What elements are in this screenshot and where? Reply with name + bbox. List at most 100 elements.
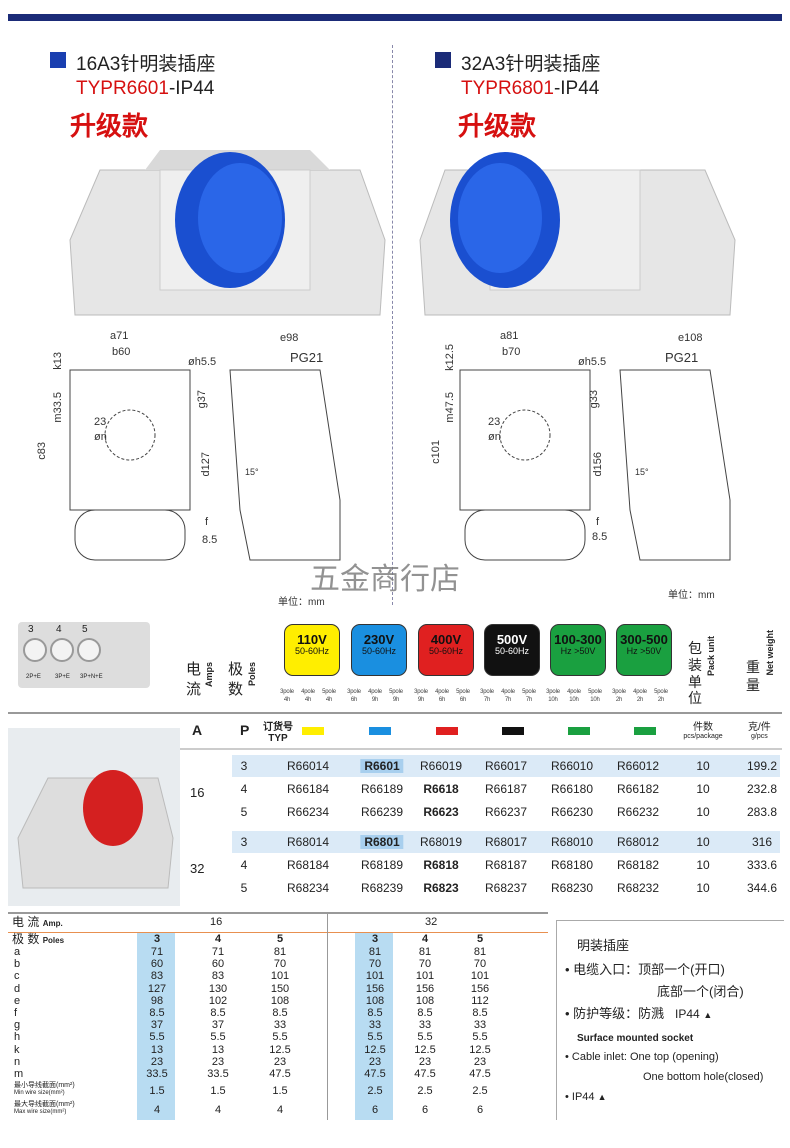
- dim-h: øh5.5: [188, 356, 217, 368]
- pack-header-en: Pack unit: [706, 636, 716, 677]
- dim-value: 33.5: [146, 1068, 168, 1080]
- pcs-en: pcs/package: [683, 733, 723, 740]
- pack-value: 10: [696, 759, 710, 773]
- g-en: g/pcs: [751, 733, 768, 740]
- amp-label-en: Amp.: [42, 919, 63, 928]
- weight-value: 232.8: [746, 782, 778, 796]
- upgrade-badge: 升级款: [70, 112, 149, 142]
- dim-c: c101: [430, 440, 442, 464]
- pack-value: 10: [696, 835, 710, 849]
- divider: [8, 712, 782, 714]
- pole-header: 3: [153, 933, 161, 945]
- dim-value: 71: [211, 946, 225, 958]
- dim-key: k: [14, 1043, 20, 1056]
- pole-hour-label: 5pole 2h: [654, 689, 668, 703]
- pole-hour-label: 5pole 6h: [456, 689, 470, 703]
- order-code: R68237: [484, 881, 528, 895]
- divider: [8, 932, 548, 933]
- g-cn: 克/件: [748, 722, 771, 733]
- dim-n: 23: [488, 416, 501, 428]
- top-banner-bar: [8, 14, 782, 21]
- weight-value: 316: [751, 835, 773, 849]
- dim-value: 23: [273, 1055, 287, 1068]
- watermark: 五金商行店: [310, 562, 460, 597]
- wire-value: 6: [421, 1104, 429, 1116]
- min_wire-label: 最小导线截面(mm²)Min wire size(mm²): [14, 1082, 75, 1097]
- order-code: R68234: [286, 881, 330, 895]
- poles-value: 3: [240, 759, 248, 773]
- ip-en-label: • IP44: [565, 1091, 595, 1103]
- dim-n-dia: øn: [94, 431, 107, 443]
- pack-header-cn: 包装单位: [688, 640, 702, 707]
- pin-config-panel: 3 4 5 2P+E 3P+E 3P+N+E: [18, 622, 150, 688]
- dim-value: 13: [150, 1043, 164, 1056]
- notes-title: 明装插座: [577, 938, 630, 953]
- dim-value: 108: [270, 994, 290, 1007]
- weight-header-en: Net weight: [765, 630, 775, 676]
- weight-value: 283.8: [746, 805, 778, 819]
- order-code: R68230: [550, 881, 594, 895]
- weight-value: 199.2: [746, 759, 778, 773]
- divider: [8, 748, 782, 750]
- order-code: R66187: [484, 782, 528, 796]
- pack-value: 10: [696, 805, 710, 819]
- voltage-value: 230V: [363, 632, 395, 647]
- dim-value: 98: [150, 994, 164, 1007]
- order-code: R66017: [484, 759, 528, 773]
- ip-en: • IP44 ▲: [565, 1091, 607, 1103]
- dim-value: 23: [473, 1055, 487, 1068]
- cable-inlet-cn: • 电缆入口：顶部一个(开口): [565, 962, 725, 977]
- order-code: R68180: [550, 858, 594, 872]
- dim-value: 8.5: [472, 1007, 488, 1019]
- dim-value: 23: [418, 1055, 432, 1068]
- upgrade-badge: 升级款: [458, 112, 537, 142]
- order-code: R66237: [484, 805, 528, 819]
- pole-hour-label: 5pole 7h: [522, 689, 536, 703]
- dim-b: b70: [502, 346, 521, 358]
- pole-hour-label: 3pole 6h: [347, 689, 361, 703]
- color-swatch: [502, 727, 524, 735]
- product-image-32a: [419, 152, 736, 316]
- pole-header: 4: [214, 933, 222, 945]
- wire-value: 4: [153, 1104, 161, 1116]
- model-code: TYPR6801: [461, 78, 554, 99]
- dim-value: 150: [270, 982, 290, 995]
- color-swatch: [568, 727, 590, 735]
- order-code: R6618: [423, 782, 459, 796]
- model-suffix: -IP44: [553, 78, 600, 99]
- dim-value: 156: [415, 982, 435, 995]
- weight-value: 344.6: [746, 881, 778, 895]
- dim-key: f: [14, 1007, 18, 1019]
- title-square-icon: [50, 52, 66, 68]
- pole-hour-label: 4pole 4h: [301, 689, 315, 703]
- dim-value: 23: [211, 1055, 225, 1068]
- order-code: R6823: [423, 881, 459, 895]
- ip-rating: IP44: [675, 1007, 700, 1021]
- pole-hour-label: 3pole 2h: [612, 689, 626, 703]
- title-square-icon: [435, 52, 451, 68]
- dim-value: 5.5: [472, 1031, 488, 1044]
- dim-value: 47.5: [269, 1068, 291, 1080]
- color-swatch: [302, 727, 324, 735]
- wire-value: 2.5: [472, 1085, 488, 1097]
- dim-value: 47.5: [469, 1068, 491, 1080]
- dim-key: d: [14, 982, 21, 995]
- poles-value: 4: [240, 858, 248, 872]
- dim-e: e98: [280, 332, 299, 344]
- wire-value: 1.5: [210, 1085, 226, 1097]
- product-model: TYPR6601-IP44: [76, 78, 214, 100]
- pack-value: 10: [696, 782, 710, 796]
- dim-k: k12.5: [444, 344, 456, 371]
- product-model: TYPR6801-IP44: [461, 78, 599, 100]
- protection-label: • 防护等级：防溅: [565, 1006, 665, 1021]
- dim-f: f: [596, 516, 600, 528]
- order-code: R66014: [286, 759, 330, 773]
